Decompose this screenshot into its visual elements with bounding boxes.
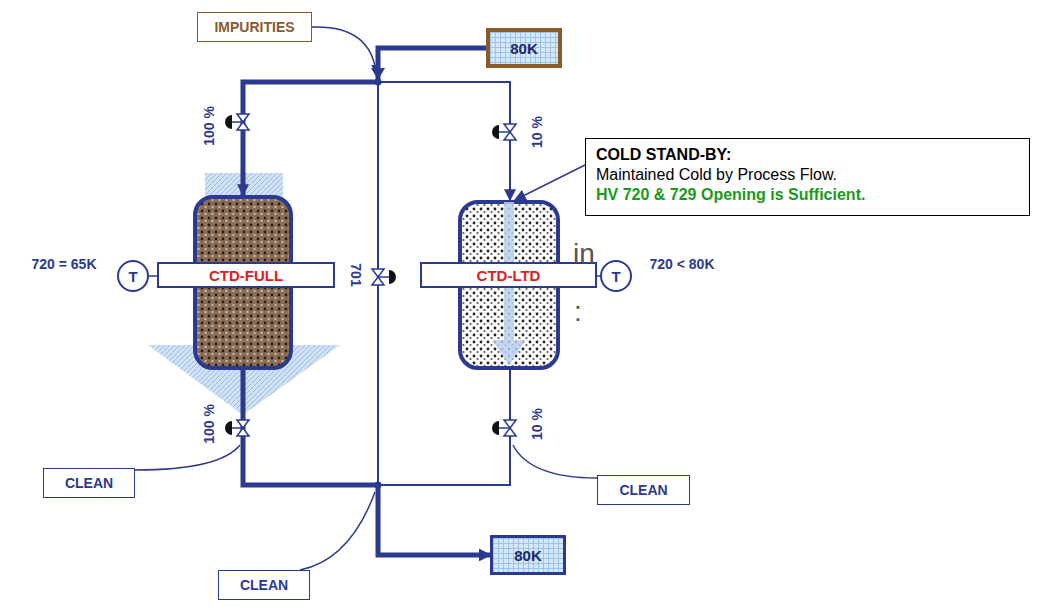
valve-symbol [372,269,396,285]
valve-stem [378,276,389,278]
valve-symbol [225,114,249,130]
valve-opening: 10 % [529,116,545,148]
temperature-box: 80K [490,535,566,575]
node-text: 80K [514,547,542,564]
leader-line [135,445,240,470]
leader-line [513,445,597,478]
valve-actuator [225,421,232,435]
node-text: IMPURITIES [214,19,294,35]
valve-tag: 701 [348,263,364,286]
valve-opening: 10 % [529,408,545,440]
node-text: CLEAN [619,482,667,498]
valve-opening: 100 % [201,106,217,146]
leader-line [312,27,376,72]
leader-line [300,492,375,570]
valve-actuator [225,115,232,129]
slide-text: in [573,238,595,270]
temperature-sensor: T [600,260,632,292]
vessel-label: CTD-FULL [157,262,335,288]
callout-box: CLEAN [597,475,690,505]
note-box: COLD STAND-BY:Maintained Cold by Process… [585,138,1030,216]
process-pipe [378,48,510,200]
valve-actuator [492,421,499,435]
valve-stem [232,427,243,429]
valve-symbol [492,124,516,140]
node-text: T [128,268,137,285]
node-text: CLEAN [240,577,288,593]
junction-dot [375,79,382,86]
vessel-label: CTD-LTD [420,262,597,288]
temperature-sensor: T [117,260,149,292]
junction-dot [375,482,382,489]
flow-stream [492,340,526,365]
valve-stem [499,427,510,429]
temperature-box: 80K [486,28,562,68]
slide-text: : [574,296,582,328]
leader-arrow [515,165,585,200]
leader-lines [135,27,597,570]
note-heading: COLD STAND-BY: [596,145,1019,165]
process-pipe [243,48,486,195]
node-text: 80K [510,40,538,57]
callout-box: CLEAN [43,468,135,498]
valve-symbol [225,420,249,436]
valve-stem [499,131,510,133]
callout-box: CLEAN [218,570,310,600]
valve-symbol [492,420,516,436]
callout-box: IMPURITIES [197,12,312,42]
valve-opening: 100 % [201,404,217,444]
process-pipe [378,370,510,555]
adsorber-vessel: CTD-LTD [458,200,560,370]
note-text: Maintained Cold by Process Flow. [596,165,1019,185]
process-pipe [243,370,490,555]
note-text: HV 720 & 729 Opening is Sufficient. [596,185,1019,205]
valve-actuator [492,125,499,139]
valve-stem [232,121,243,123]
node-text: CLEAN [65,475,113,491]
adsorber-vessel: CTD-FULL [193,195,293,370]
valve-actuator [389,270,396,284]
temperature-reading: 720 = 65K [32,256,97,272]
temperature-reading: 720 < 80K [650,256,715,272]
node-text: T [611,268,620,285]
junction-arrow [371,68,385,80]
